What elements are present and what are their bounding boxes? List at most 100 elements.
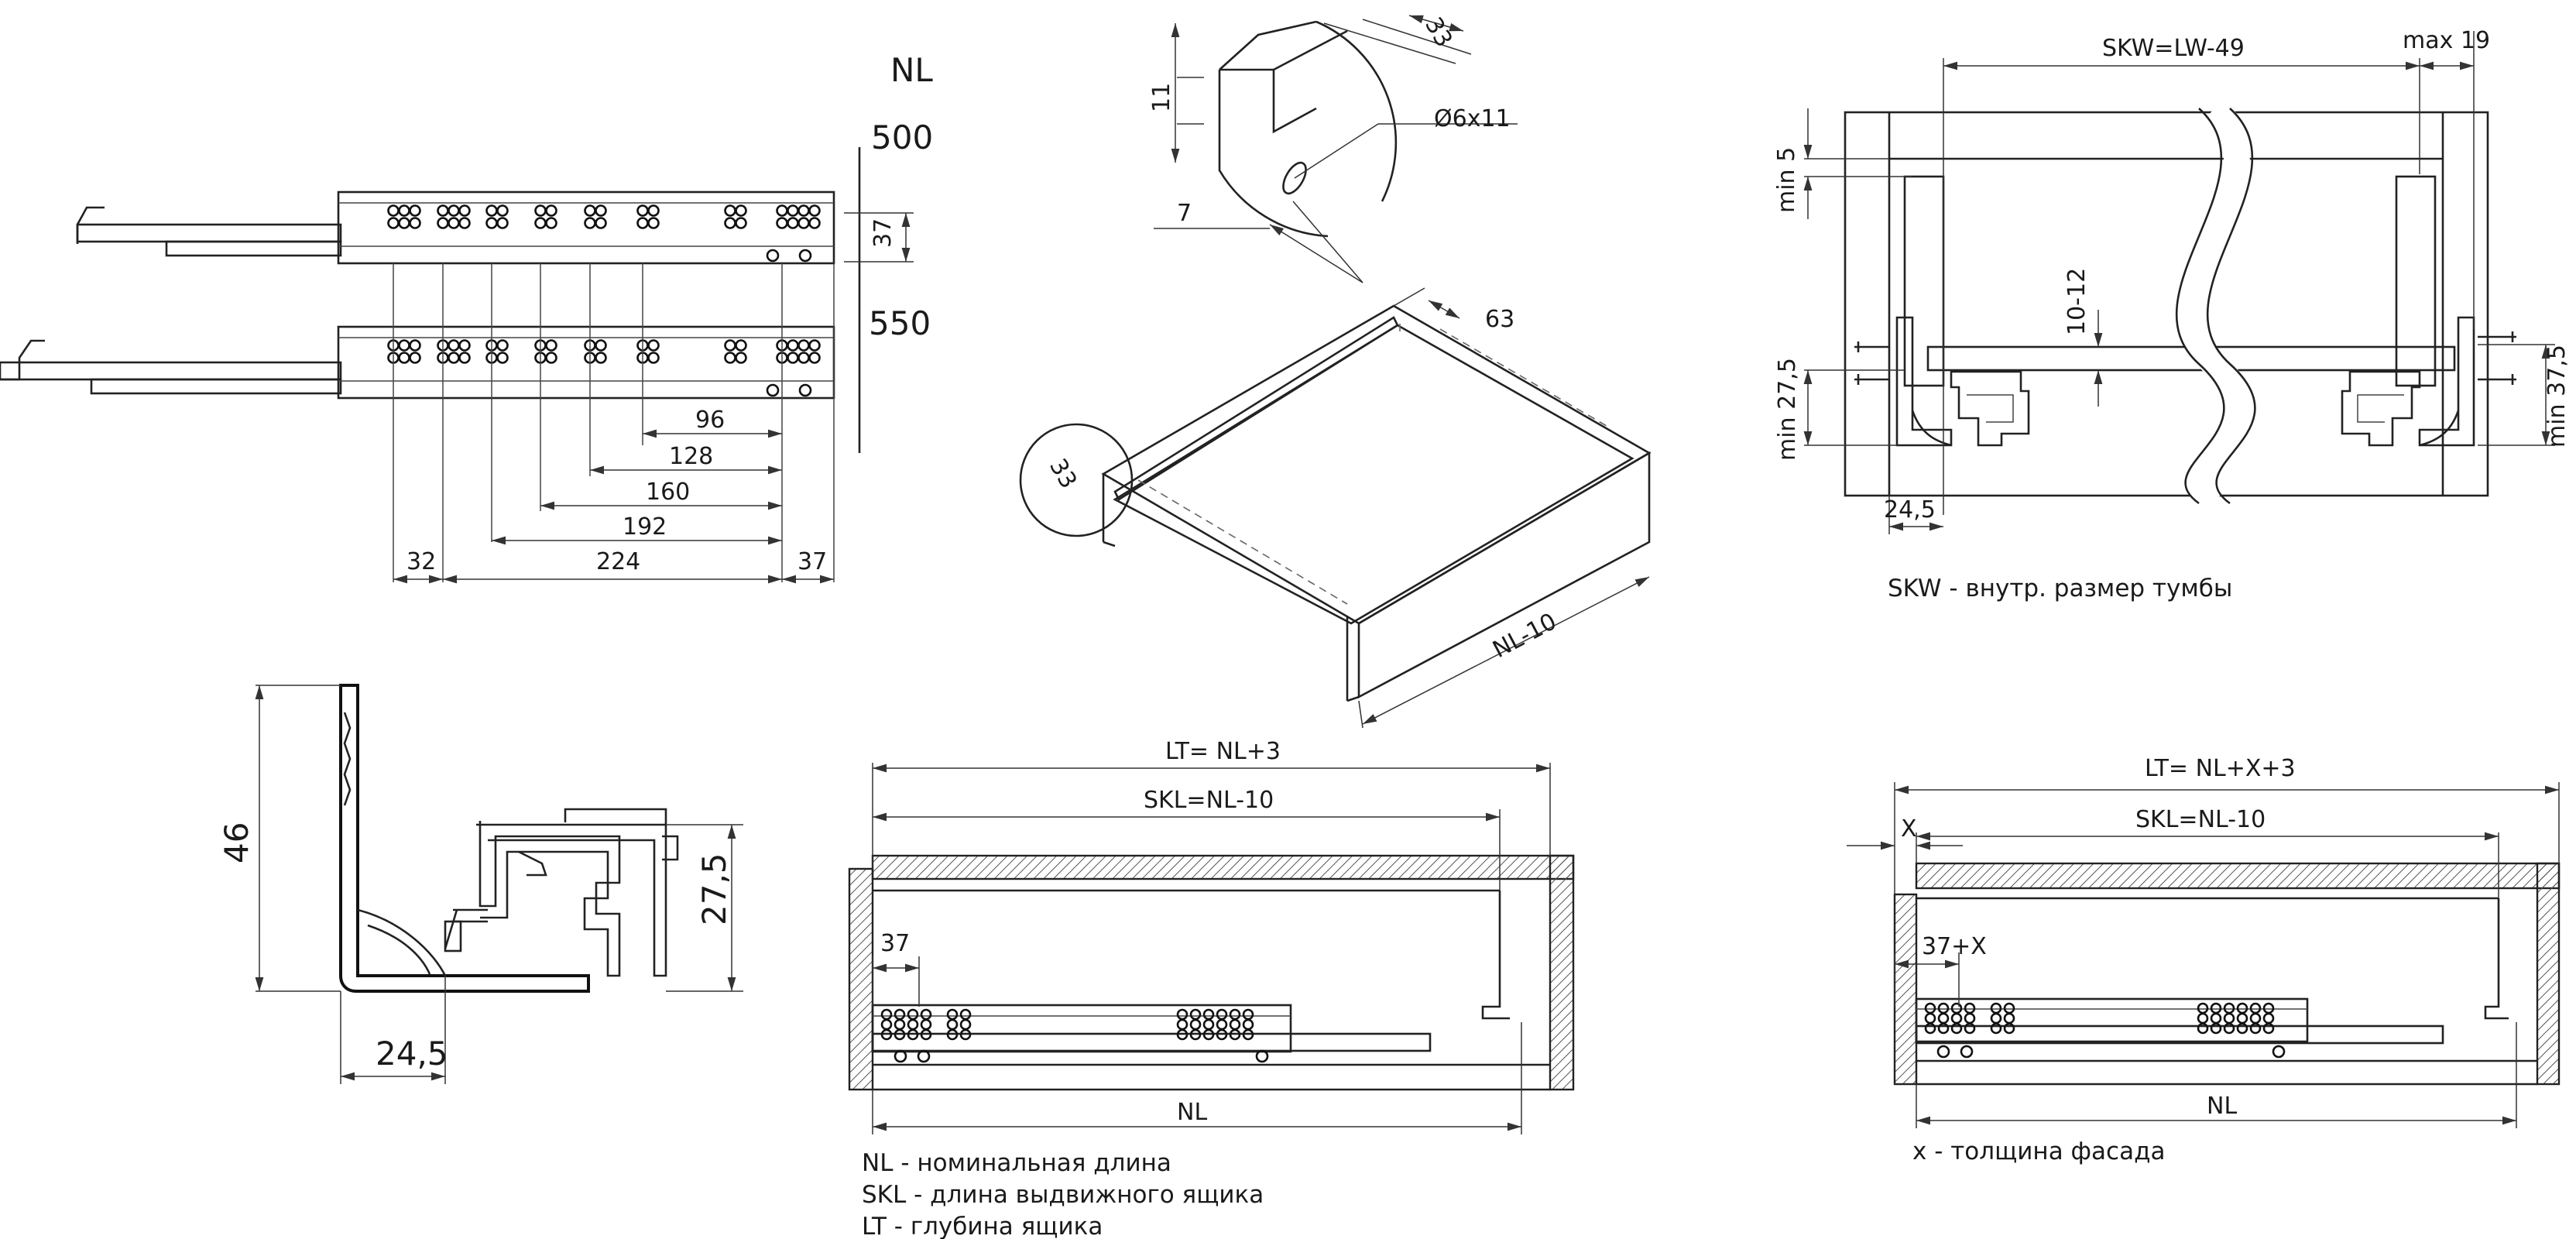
hole-circle [776,204,788,217]
hole-circle [907,1018,919,1031]
legend-skl: SKL - длина выдвижного ящика [862,1181,1264,1209]
hole-circle [787,352,799,364]
hole-circle [959,1028,972,1041]
hole-circle [534,217,547,229]
hole-extension-lines [393,263,835,582]
hole-circle [880,1008,893,1021]
facade-side-holes [1924,1002,2275,1035]
hole-circle [808,217,821,229]
hole-circle [2262,1022,2275,1035]
hole-circle [1924,1012,1936,1024]
dim-7: 7 [1177,200,1192,227]
hole-circle [959,1018,972,1031]
hole-circle [409,217,421,229]
hole-circle [534,204,547,217]
hole-circle [595,339,607,352]
hole-circle [1924,1022,1936,1035]
hole-circle [584,217,596,229]
runner-slides-view: NL 500 550 [0,51,933,584]
drawer-side-view: 37 LT= NL+3 SKL=NL-10 NL NL - номинальна… [848,738,1575,1239]
hole-circle [2197,1002,2209,1014]
hole-circle [1176,1028,1189,1041]
hole-circle [2003,1022,2015,1035]
hole-circle [920,1018,932,1031]
hole-circle [2223,1022,2235,1035]
hole-circle [545,204,557,217]
hole-circle [1924,1002,1936,1014]
length-500: 500 [871,118,933,156]
dim-nl-10: NL-10 [1488,608,1561,664]
cabinet-section-view: SKW=LW-49 max 19 min 5 min 27,5 10-12 mi… [1773,27,2571,602]
hole-circle [2223,1002,2235,1014]
slide-500 [76,190,835,265]
hole-circle [409,339,421,352]
hole-circle [496,204,509,217]
hole-circle [797,217,810,229]
hole-circle [766,383,780,397]
hole-circle [387,217,400,229]
hole-circle [1990,1022,2002,1035]
dim-128: 128 [669,443,713,470]
hole-circle [1964,1012,1976,1024]
dim-nl: NL [1177,1099,1207,1126]
hole-circle [894,1028,906,1041]
hole-circle [1964,1022,1976,1035]
hole-circle [2262,1002,2275,1014]
hole-circle [880,1028,893,1041]
hole-circle [959,1008,972,1021]
hole-circle [2003,1002,2015,1014]
hole-detail-view: Ø6x11 33 11 7 [1148,13,1518,283]
hole-circle [1202,1018,1215,1031]
dim-37-mid: 37 [880,930,910,957]
hole-circle [2210,1012,2222,1024]
hole-circle [1216,1018,1228,1031]
dim-min375: min 37,5 [2543,345,2571,448]
drawer-iso-view: 33 63 NL-10 [1019,287,1652,729]
hole-circle [2223,1012,2235,1024]
dim-63: 63 [1485,306,1514,333]
dim-max19: max 19 [2403,27,2490,54]
dim-33-circle: 33 [1044,455,1082,494]
hole-circle [448,339,460,352]
hole-circle [458,217,471,229]
hole-circle [1202,1008,1215,1021]
hole-circle [797,352,810,364]
hole-circle [735,339,747,352]
dim-lt-right: LT= NL+X+3 [2145,755,2296,782]
hole-circle [387,204,400,217]
hole-circle [448,217,460,229]
hole-circle [798,383,812,397]
hole-circle [1950,1022,1963,1035]
hole-circle [595,352,607,364]
dim-24-5-section: 24,5 [1884,496,1936,523]
dim-nl-right: NL [2207,1093,2237,1120]
hole-circle [595,217,607,229]
hole-circle [880,1018,893,1031]
hole-circle [797,204,810,217]
dim-33-detail: 33 [1419,13,1457,53]
dim-37-height: 37 [870,218,897,248]
hole-circle [1242,1008,1254,1021]
runner-profile-right [2341,316,2475,447]
hole-circle [735,204,747,217]
hole-circle [797,339,810,352]
hole-circle [2249,1022,2262,1035]
hole-circle [787,204,799,217]
nl-header: NL [890,51,933,89]
hole-circle [1990,1002,2002,1014]
hole-circle [907,1028,919,1041]
hole-circle [1216,1008,1228,1021]
hole-circle [545,339,557,352]
dim-32: 32 [406,548,436,575]
dim-11: 11 [1148,83,1175,112]
dim-skl: SKL=NL-10 [1144,787,1274,814]
hole-circle [920,1008,932,1021]
hole-circle [584,204,596,217]
hole-circle [647,352,660,364]
slide-holes [387,204,821,397]
hole-circle [458,204,471,217]
hole-circle [808,339,821,352]
hole-circle [2236,1022,2248,1035]
hole-circle [1937,1012,1950,1024]
legend-nl: NL - номинальная длина [862,1149,1171,1177]
